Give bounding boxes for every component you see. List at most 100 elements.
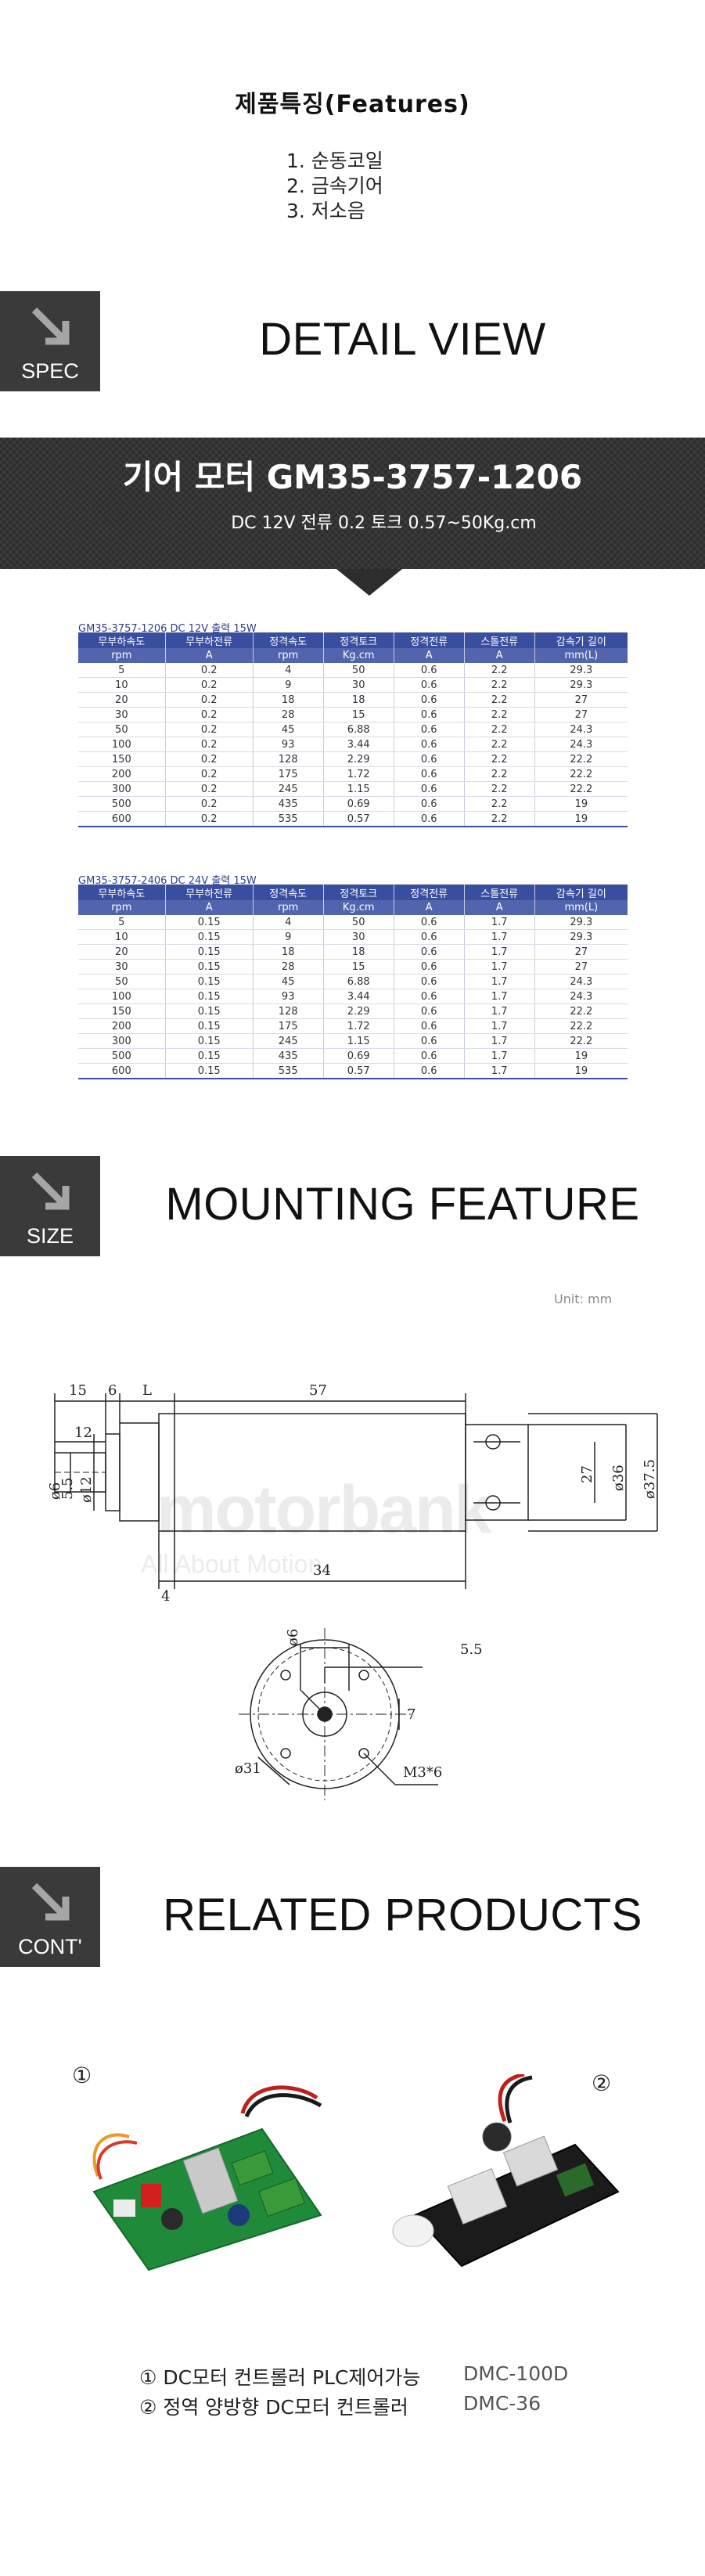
table-cell: 50: [78, 974, 166, 989]
table-cell: 19: [534, 1048, 628, 1064]
feature-item: 3. 저소음: [286, 200, 365, 222]
table-cell: 22.2: [534, 1033, 628, 1049]
table-unit: A: [393, 648, 465, 663]
table-cell: 1.7: [463, 915, 535, 930]
table-cell: 19: [534, 1063, 628, 1079]
table-cell: 600: [78, 811, 166, 827]
table-header: 정격토크: [322, 632, 394, 648]
table-header: 무부하속도: [78, 884, 166, 900]
table-cell: 175: [252, 766, 324, 782]
table-unit: mm(L): [534, 648, 628, 663]
table-cell: 9: [252, 677, 324, 693]
table-cell: 30: [78, 707, 166, 722]
table-cell: 2.29: [322, 751, 394, 767]
table-cell: 100: [78, 737, 166, 752]
table-cell: 0.6: [393, 944, 465, 960]
table-cell: 0.2: [164, 707, 254, 722]
table-cell: 1.7: [463, 959, 535, 975]
table-cell: 3.44: [322, 989, 394, 1004]
table-cell: 1.7: [463, 989, 535, 1004]
table-cell: 2.29: [322, 1003, 394, 1019]
table-unit: rpm: [252, 648, 324, 663]
table-cell: 0.6: [393, 796, 465, 812]
table-cell: 0.15: [164, 915, 254, 930]
table-header: 정격토크: [322, 884, 394, 900]
table-cell: 24.3: [534, 737, 628, 752]
table-cell: 0.6: [393, 959, 465, 975]
table-cell: 18: [322, 692, 394, 708]
table-header: 정격속도: [252, 884, 324, 900]
table-cell: 2.2: [463, 722, 535, 737]
table-cell: 93: [252, 989, 324, 1004]
table-cell: 29.3: [534, 915, 628, 930]
related-model-1[interactable]: DMC-100D: [463, 2362, 569, 2385]
table-cell: 29.3: [534, 663, 628, 678]
table-cell: 2.2: [463, 766, 535, 782]
table-cell: 0.15: [164, 1018, 254, 1034]
table-cell: 300: [78, 781, 166, 797]
table-cell: 5: [78, 915, 166, 930]
table-cell: 20: [78, 692, 166, 708]
table-cell: 245: [252, 1033, 324, 1049]
dmc-36-image[interactable]: [368, 2074, 626, 2270]
table-cell: 2.2: [463, 751, 535, 767]
table-cell: 0.15: [164, 1048, 254, 1064]
table-cell: 27: [534, 692, 628, 708]
related-model-2[interactable]: DMC-36: [463, 2392, 541, 2415]
table-cell: 0.15: [164, 1063, 254, 1079]
table-cell: 28: [252, 707, 324, 722]
table-cell: 0.2: [164, 663, 254, 678]
table-cell: 1.15: [322, 781, 394, 797]
table-units-row: rpm A rpm Kg.cm A A mm(L): [78, 648, 628, 663]
table-cell: 9: [252, 929, 324, 945]
cont-badge-label: CONT': [18, 1935, 82, 1958]
dmc-100d-image[interactable]: [82, 2082, 340, 2278]
table-cell: 0.6: [393, 737, 465, 752]
dim-phi37-5: ø37.5: [642, 1459, 658, 1499]
table-unit: rpm: [78, 900, 166, 915]
table-unit: A: [463, 900, 535, 915]
related-caption-1: ① DC모터 컨트롤러 PLC제어가능: [139, 2366, 421, 2389]
table-cell: 6.88: [322, 722, 394, 737]
table-cell: 0.2: [164, 766, 254, 782]
table-cell: 10: [78, 929, 166, 945]
table-header: 스톨전류: [463, 632, 535, 648]
table-cell: 18: [252, 944, 324, 960]
table-cell: 3.44: [322, 737, 394, 752]
table-cell: 29.3: [534, 677, 628, 693]
dim-l: L: [142, 1382, 152, 1399]
table-cell: 0.6: [393, 1018, 465, 1034]
table-header: 스톨전류: [463, 884, 535, 900]
spec-badge: SPEC: [0, 291, 100, 391]
table-header: 감속기 길이: [534, 632, 628, 648]
table-cell: 200: [78, 1018, 166, 1034]
table-cell: 0.15: [164, 1003, 254, 1019]
spec-table-24v: 무부하속도 무부하전류 정격속도 정격토크 정격전류 스톨전류 감속기 길이 r…: [78, 884, 628, 1079]
table-unit: rpm: [252, 900, 324, 915]
table-cell: 10: [78, 677, 166, 693]
table-cell: 1.7: [463, 944, 535, 960]
table-cell: 128: [252, 1003, 324, 1019]
table-cell: 24.3: [534, 974, 628, 989]
table-cell: 22.2: [534, 781, 628, 797]
table-cell: 0.2: [164, 692, 254, 708]
features-title: 제품특징(Features): [235, 91, 470, 118]
table-header: 정격전류: [393, 632, 465, 648]
table-cell: 1.7: [463, 1003, 535, 1019]
table-cell: 1.7: [463, 1033, 535, 1049]
table-cell: 4: [252, 915, 324, 930]
table-unit: A: [164, 900, 254, 915]
table-cell: 15: [322, 707, 394, 722]
table-unit: mm(L): [534, 900, 628, 915]
table-cell: 18: [322, 944, 394, 960]
table-cell: 0.2: [164, 796, 254, 812]
table-cell: 30: [78, 959, 166, 975]
table-header: 무부하전류: [164, 632, 254, 648]
table-cell: 0.6: [393, 722, 465, 737]
